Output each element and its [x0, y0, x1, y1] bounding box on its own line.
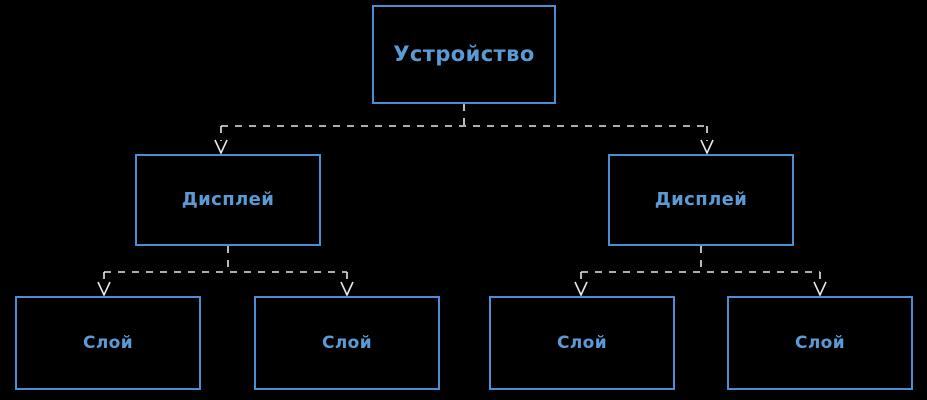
- node-display-left-label: Дисплей: [181, 189, 275, 210]
- bus-device-arrowhead-0: [214, 139, 228, 155]
- node-device[interactable]: Устройство: [372, 5, 556, 104]
- node-layer-3[interactable]: Слой: [489, 296, 675, 390]
- node-display-left[interactable]: Дисплей: [135, 154, 321, 246]
- bus-display-left-arrowhead-0: [97, 281, 111, 297]
- bus-display-right-arrowhead-1: [813, 281, 827, 297]
- node-layer-1-label: Слой: [82, 332, 134, 353]
- node-layer-1[interactable]: Слой: [15, 296, 201, 390]
- node-device-label: Устройство: [393, 42, 535, 66]
- bus-display-left-arrowhead-1: [340, 281, 354, 297]
- node-display-right[interactable]: Дисплей: [608, 154, 794, 246]
- node-display-right-label: Дисплей: [654, 189, 748, 210]
- node-layer-4[interactable]: Слой: [727, 296, 913, 390]
- node-layer-2-label: Слой: [321, 332, 373, 353]
- node-layer-2[interactable]: Слой: [254, 296, 440, 390]
- bus-display-right-arrowhead-0: [574, 281, 588, 297]
- node-layer-3-label: Слой: [556, 332, 608, 353]
- bus-device-arrowhead-1: [700, 139, 714, 155]
- node-layer-4-label: Слой: [794, 332, 846, 353]
